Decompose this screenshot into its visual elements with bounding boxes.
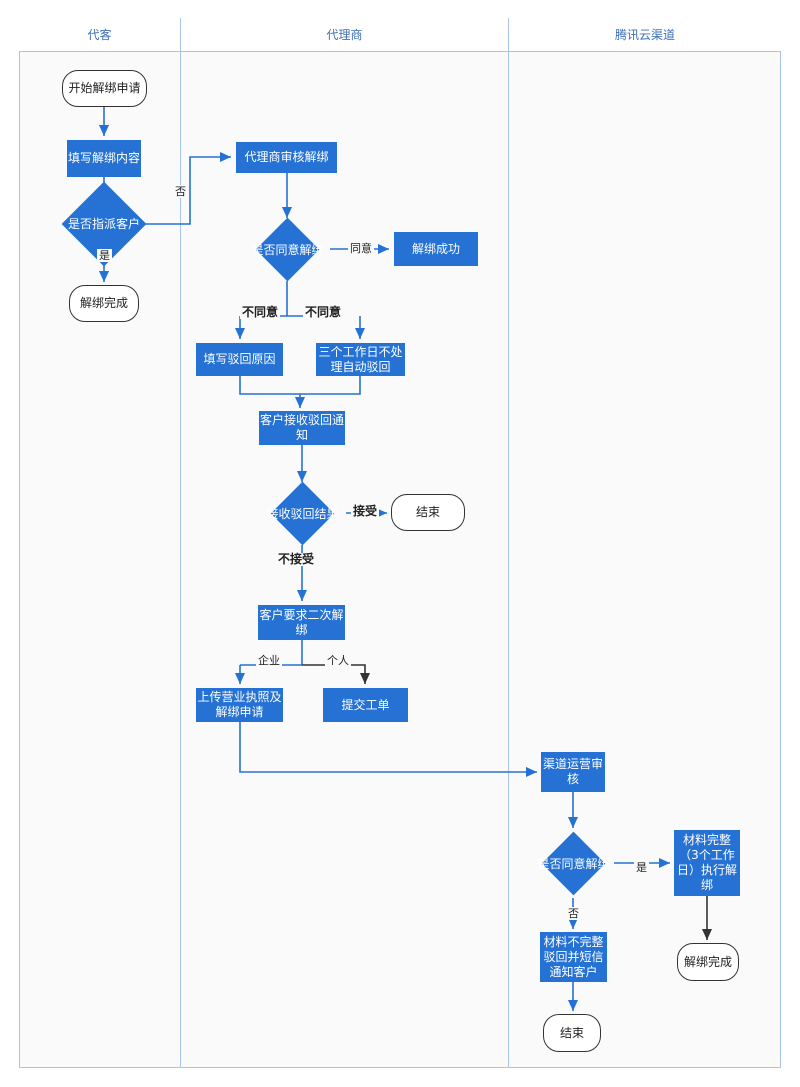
node-customer-receive-notice[interactable]: 客户接收驳回通知 [259, 411, 345, 445]
node-unbind-success[interactable]: 解绑成功 [394, 232, 478, 266]
node-fill-reject-reason[interactable]: 填写驳回原因 [196, 343, 283, 376]
edge-label-personal: 个人 [325, 654, 351, 667]
node-second-request[interactable]: 客户要求二次解绑 [258, 605, 345, 640]
node-channel-review[interactable]: 渠道运营审核 [541, 752, 605, 792]
node-agent-agree-label: 是否同意解绑 [251, 242, 324, 257]
swimlane-header-row [19, 18, 781, 52]
node-receive-result-label: 接收驳回结果 [266, 506, 339, 521]
node-channel-agree[interactable]: 是否同意解绑 [537, 831, 610, 896]
edge-label-agree: 同意 [348, 242, 374, 255]
edge-label-yes-assign: 是 [97, 249, 112, 262]
node-material-incomplete[interactable]: 材料不完整驳回并短信通知客户 [540, 932, 607, 982]
edge-label-yes-channel: 是 [634, 861, 649, 874]
lane-divider-1 [180, 18, 181, 1068]
node-end-tencent[interactable]: 结束 [543, 1014, 601, 1052]
node-material-complete[interactable]: 材料完整（3个工作日）执行解绑 [674, 830, 740, 896]
lane-title-customer: 代客 [87, 28, 112, 42]
edge-label-disagree-left: 不同意 [240, 305, 281, 319]
node-submit-ticket[interactable]: 提交工单 [323, 688, 408, 722]
node-unbind-done-customer[interactable]: 解绑完成 [69, 285, 139, 322]
node-end-agent[interactable]: 结束 [391, 494, 465, 531]
node-agent-review[interactable]: 代理商审核解绑 [236, 142, 337, 173]
edge-label-enterprise: 企业 [256, 654, 282, 667]
node-start-apply[interactable]: 开始解绑申请 [62, 70, 147, 107]
node-upload-license[interactable]: 上传营业执照及解绑申请 [196, 688, 283, 722]
edge-label-no-channel: 否 [566, 907, 581, 920]
node-assign-customer[interactable]: 是否指派客户 [61, 181, 147, 267]
edge-label-no-assign: 否 [173, 185, 188, 198]
lane-divider-2 [508, 18, 509, 1068]
node-unbind-done-tencent[interactable]: 解绑完成 [677, 943, 739, 981]
edge-label-disagree-right: 不同意 [303, 305, 344, 319]
node-auto-reject-3days[interactable]: 三个工作日不处理自动驳回 [316, 343, 405, 376]
lane-title-tencent: 腾讯云渠道 [614, 28, 675, 42]
edge-label-not-accept: 不接受 [276, 552, 317, 566]
node-fill-unbind-content[interactable]: 填写解绑内容 [67, 140, 141, 177]
edge-label-accept: 接受 [351, 504, 380, 518]
node-assign-customer-label: 是否指派客户 [67, 217, 140, 231]
lane-title-agent: 代理商 [326, 28, 363, 42]
node-agent-agree[interactable]: 是否同意解绑 [251, 217, 324, 282]
node-receive-result[interactable]: 接收驳回结果 [266, 481, 339, 546]
node-channel-agree-label: 是否同意解绑 [537, 856, 610, 871]
